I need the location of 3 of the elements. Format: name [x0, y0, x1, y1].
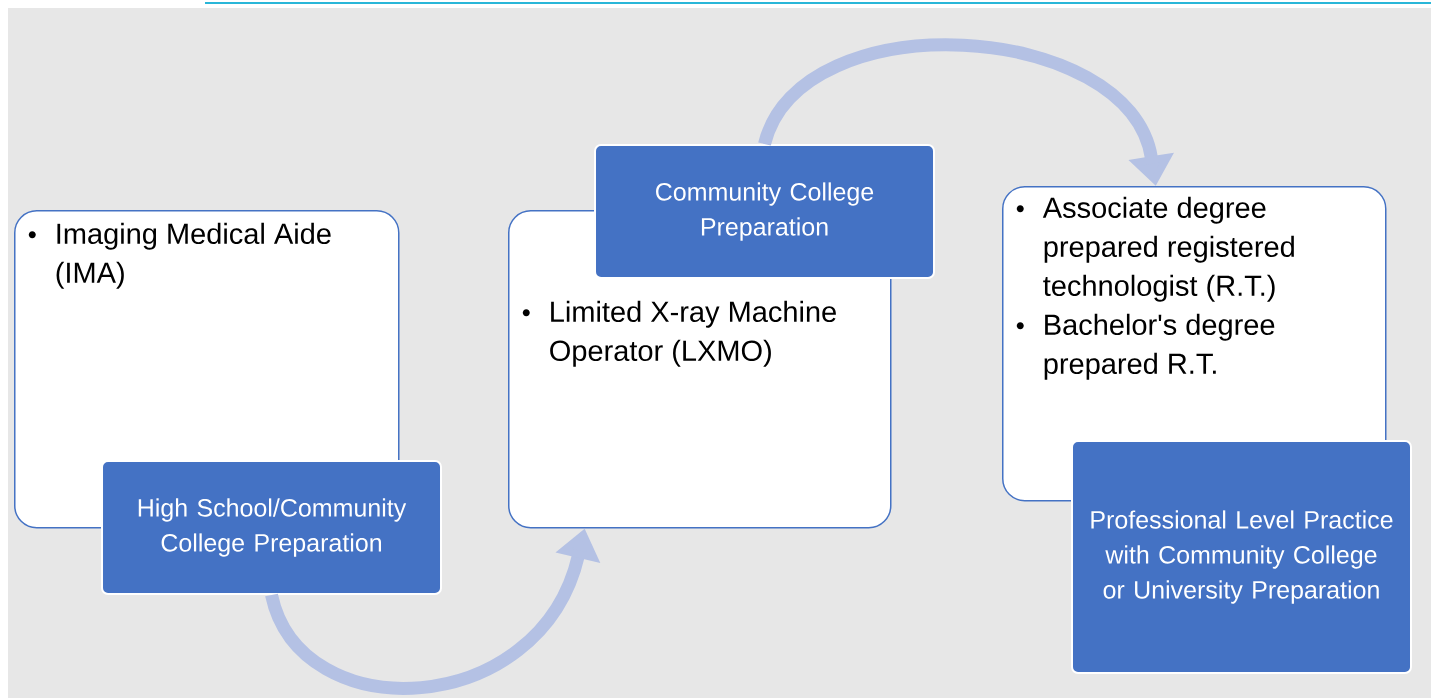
stage-box: Professional Level Practice with Community College or University Preparation — [1071, 440, 1412, 674]
stage-box: Community College Preparation — [594, 144, 935, 279]
stage-box: High School/Community College Preparation — [101, 460, 442, 595]
